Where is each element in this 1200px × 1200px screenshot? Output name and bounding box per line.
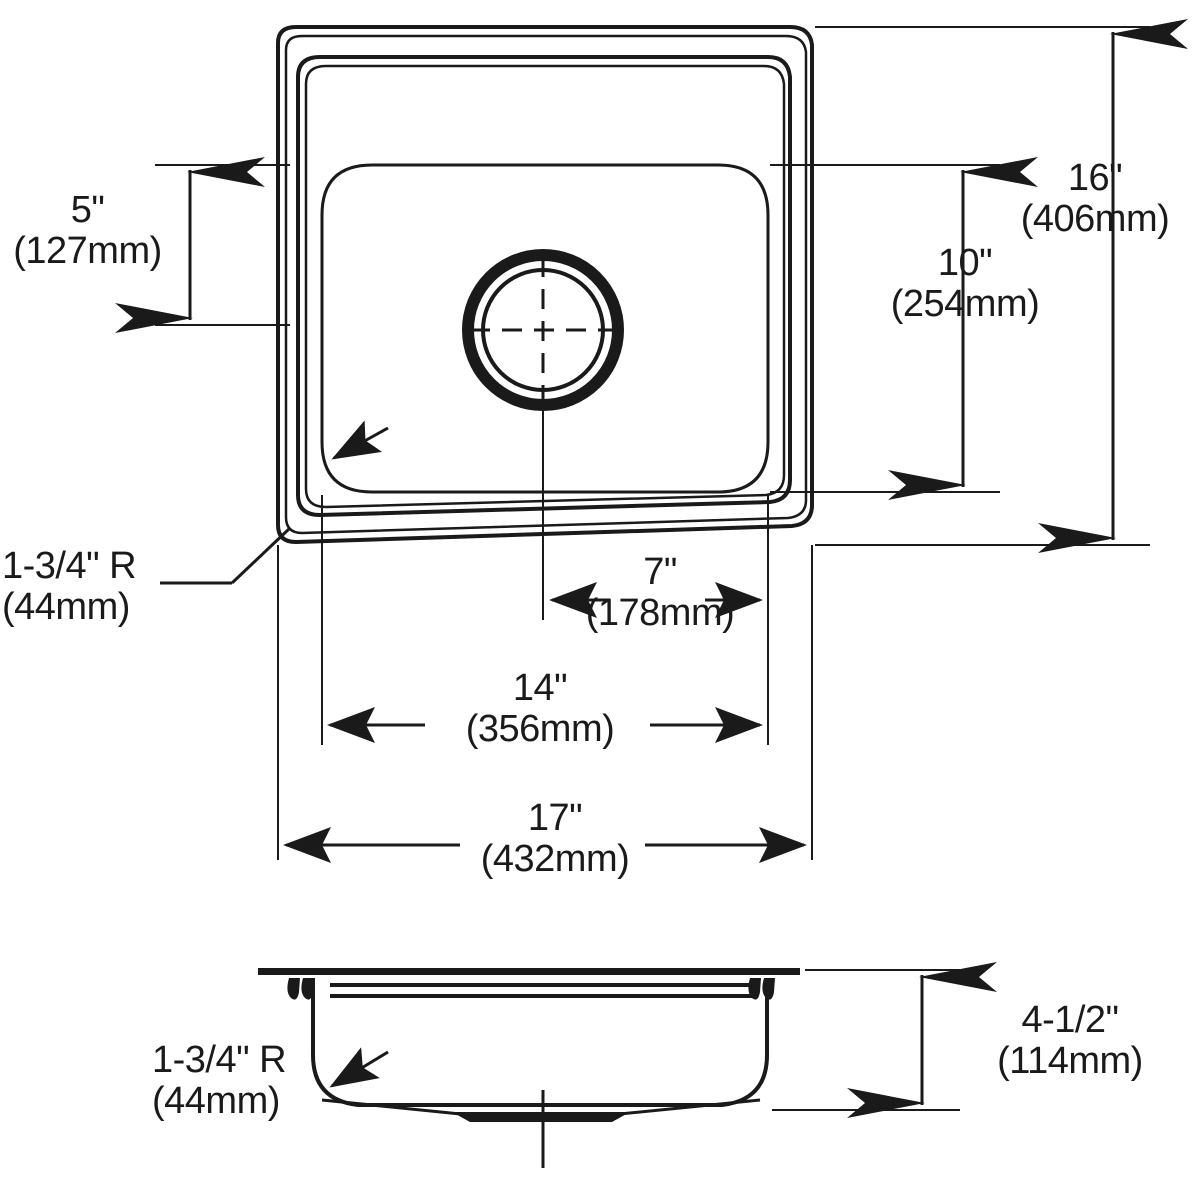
section-view-outline [258, 968, 800, 1122]
dim-17in-imperial: 17" [527, 797, 583, 839]
plan-view-outline [276, 25, 814, 545]
dim-radius-section-imperial: 1-3/4" R [152, 1039, 287, 1081]
radius-arrow-plan [331, 420, 389, 460]
dim-16in-imperial: 16" [1067, 157, 1123, 199]
radius-arrow-section [329, 1047, 389, 1088]
dim-label-17in: 17" (432mm) [455, 797, 655, 881]
dim-4half-in-metric: (114mm) [997, 1040, 1143, 1083]
dim-5in-metric: (127mm) [13, 230, 162, 273]
dim-label-10in: 10" (254mm) [860, 242, 1070, 326]
dim-10in-imperial: 10" [937, 242, 993, 284]
dim-7in-metric: (178mm) [585, 592, 735, 635]
dim-radius-section-metric: (44mm) [152, 1080, 280, 1123]
dim-radius-plan-metric: (44mm) [2, 586, 130, 629]
dim-label-7in: 7" (178mm) [550, 551, 770, 635]
dim-label-radius-section: 1-3/4" R (44mm) [152, 1039, 392, 1123]
dim-14in-imperial: 14" [512, 667, 568, 709]
dim-10in-metric: (254mm) [890, 283, 1040, 326]
dim-radius-plan-imperial: 1-3/4" R [2, 545, 137, 587]
plan-extension-lines [155, 26, 1150, 860]
section-extension-lines [772, 969, 960, 1111]
dim-label-4half-in: 4-1/2" (114mm) [955, 999, 1185, 1083]
dim-4half-in-imperial: 4-1/2" [1021, 999, 1119, 1041]
dim-label-radius-plan: 1-3/4" R (44mm) [2, 545, 232, 629]
dim-7in-imperial: 7" [643, 551, 677, 593]
radius-leader-plan [160, 526, 292, 585]
drain-centerlines [470, 257, 617, 403]
dim-label-5in: 5" (127mm) [0, 189, 175, 273]
dim-14in-metric: (356mm) [465, 708, 615, 751]
dim-label-16in: 16" (406mm) [990, 157, 1200, 241]
dim-5in-imperial: 5" [70, 189, 105, 231]
dim-16in-metric: (406mm) [1020, 198, 1170, 241]
dim-label-14in: 14" (356mm) [440, 667, 640, 751]
dim-17in-metric: (432mm) [480, 838, 630, 881]
